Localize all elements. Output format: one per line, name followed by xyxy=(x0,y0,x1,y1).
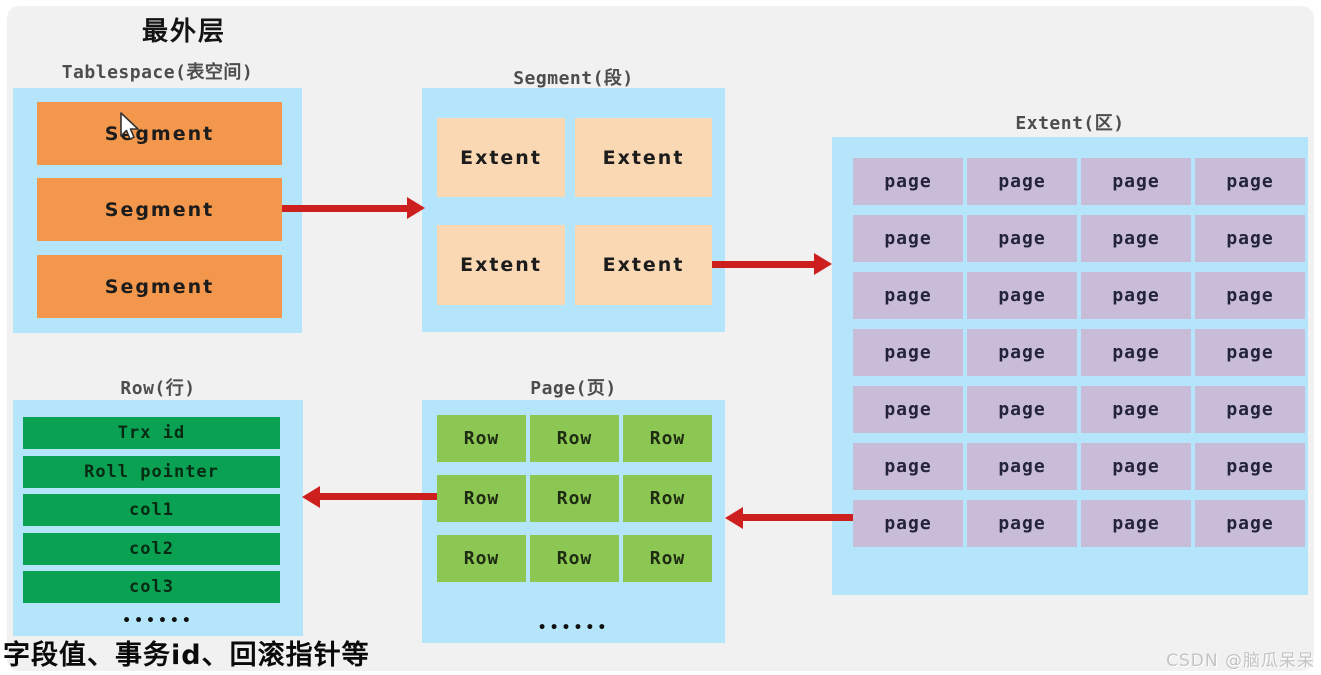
page-box: page xyxy=(853,500,963,547)
row-box: Row xyxy=(623,535,712,582)
page-box: page xyxy=(1081,500,1191,547)
page-box: page xyxy=(1195,443,1305,490)
field-box: col2 xyxy=(23,532,280,565)
page-box: page xyxy=(1081,215,1191,262)
page-box: page xyxy=(1195,500,1305,547)
segment-title: Segment(段) xyxy=(513,68,634,89)
page-box: page xyxy=(853,329,963,376)
page-box: page xyxy=(1195,386,1305,433)
arrow-tablespace-to-segment-shaft xyxy=(282,205,409,212)
page-title: Page(页) xyxy=(530,378,617,399)
page-ellipsis: •••••• xyxy=(537,620,610,636)
extent-box: Extent xyxy=(575,118,712,197)
page-box: page xyxy=(1195,215,1305,262)
arrow-extent-to-page-shaft xyxy=(742,514,853,521)
arrow-segment-to-extent-head xyxy=(814,253,832,275)
arrow-segment-to-extent-shaft xyxy=(712,261,815,268)
page-box: page xyxy=(1081,329,1191,376)
extent-box: Extent xyxy=(575,225,712,305)
arrow-extent-to-page-head xyxy=(725,507,743,529)
extent-box: Extent xyxy=(437,118,565,197)
segment-box: Segment xyxy=(37,178,282,241)
outermost-layer-label: 最外层 xyxy=(142,17,227,47)
page-box: page xyxy=(853,443,963,490)
page-box: page xyxy=(853,158,963,205)
row-box: Row xyxy=(530,415,619,462)
row-box: Row xyxy=(530,475,619,522)
arrow-page-to-row-shaft xyxy=(319,493,437,500)
row-box: Row xyxy=(623,415,712,462)
arrow-page-to-row-head xyxy=(302,486,320,508)
page-box: page xyxy=(1081,386,1191,433)
page-box: page xyxy=(853,215,963,262)
segment-box: Segment xyxy=(37,102,282,165)
watermark: CSDN @脑瓜呆呆 xyxy=(1166,651,1315,671)
page-box: page xyxy=(853,386,963,433)
field-box: Trx id xyxy=(23,417,280,449)
page-box: page xyxy=(967,272,1077,319)
row-ellipsis: •••••• xyxy=(122,613,194,629)
row-box: Row xyxy=(437,475,526,522)
page-box: page xyxy=(1081,158,1191,205)
page-box: page xyxy=(967,500,1077,547)
page-box: page xyxy=(1195,329,1305,376)
segment-box: Segment xyxy=(37,255,282,318)
page-box: page xyxy=(1081,443,1191,490)
row-box: Row xyxy=(437,415,526,462)
arrow-tablespace-to-segment-head xyxy=(407,197,425,219)
page-box: page xyxy=(967,329,1077,376)
page-box: page xyxy=(853,272,963,319)
page-box: page xyxy=(967,215,1077,262)
extent-title: Extent(区) xyxy=(1015,113,1125,134)
tablespace-title: Tablespace(表空间) xyxy=(61,62,254,83)
field-list: Trx id Roll pointer col1 col2 col3 xyxy=(23,417,280,603)
page-box: page xyxy=(967,386,1077,433)
row-title: Row(行) xyxy=(120,378,196,399)
page-box: page xyxy=(967,443,1077,490)
page-box: page xyxy=(967,158,1077,205)
row-box: Row xyxy=(437,535,526,582)
field-box: Roll pointer xyxy=(23,455,280,488)
mouse-cursor-icon xyxy=(120,112,139,140)
field-box: col3 xyxy=(23,571,280,603)
row-container: Trx id Roll pointer col1 col2 col3 •••••• xyxy=(13,400,303,636)
field-box: col1 xyxy=(23,494,280,526)
page-box: page xyxy=(1195,158,1305,205)
page-box: page xyxy=(1081,272,1191,319)
row-box: Row xyxy=(530,535,619,582)
row-box: Row xyxy=(623,475,712,522)
row-contents-note: 字段值、事务id、回滚指针等 xyxy=(3,640,370,671)
segment-container: Extent Extent Extent Extent xyxy=(422,88,725,332)
extent-box: Extent xyxy=(437,225,565,305)
page-box: page xyxy=(1195,272,1305,319)
tablespace-container: Segment Segment Segment xyxy=(13,88,302,333)
